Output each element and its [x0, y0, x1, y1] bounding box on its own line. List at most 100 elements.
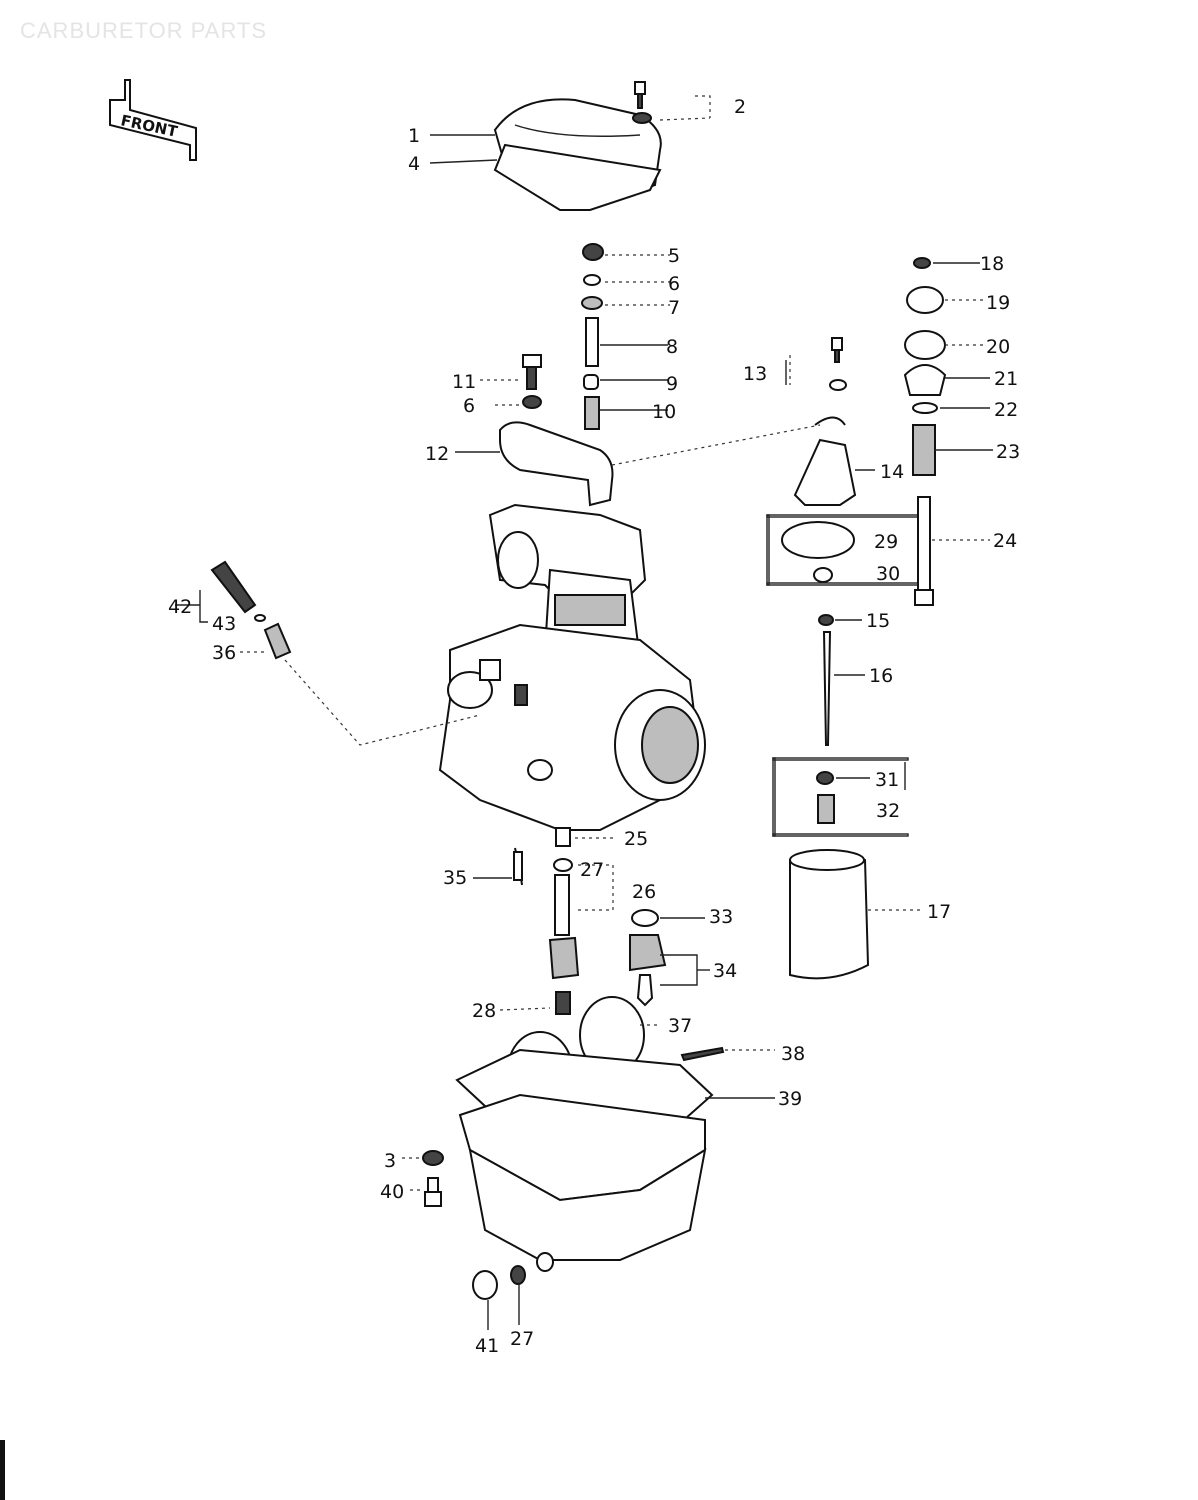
- plunger-cap: [913, 257, 931, 269]
- float-pin: [680, 1046, 725, 1062]
- starter-plunger-assembly: [766, 337, 926, 586]
- leader-lines: [175, 95, 993, 1330]
- callout-39: 39: [778, 1088, 802, 1110]
- callout-41: 41: [475, 1335, 499, 1357]
- callout-28: 28: [472, 1000, 496, 1022]
- plunger-boot: [906, 286, 944, 314]
- callout-34: 34: [713, 960, 737, 982]
- callout-19: 19: [986, 292, 1010, 314]
- slide-spring: [817, 794, 835, 824]
- callout-14: 14: [880, 461, 904, 483]
- drain-plug: [472, 1270, 498, 1300]
- callout-29: 29: [874, 531, 898, 553]
- callout-9: 9: [666, 373, 678, 395]
- jet-assembly: [513, 827, 667, 1015]
- callout-21: 21: [994, 368, 1018, 390]
- front-direction-badge: FRONT: [109, 79, 197, 161]
- plunger-spring: [912, 424, 936, 476]
- adjuster-cap: [582, 243, 604, 261]
- diaphragm-plate: [781, 521, 855, 559]
- cable-adjuster-stack: [581, 243, 604, 430]
- main-jet: [555, 991, 571, 1015]
- needle-clip: [818, 614, 834, 626]
- callout-1: 1: [408, 125, 420, 147]
- callout-38: 38: [781, 1043, 805, 1065]
- top-cover-assembly: [493, 81, 662, 211]
- plunger-nut: [903, 364, 947, 396]
- float-valve-washer: [631, 909, 659, 927]
- callout-7: 7: [668, 297, 680, 319]
- callout-3: 3: [384, 1150, 396, 1172]
- plunger-ring: [912, 402, 938, 414]
- callout-8: 8: [666, 336, 678, 358]
- callout-42: 42: [168, 596, 192, 618]
- cover-screw: [634, 81, 646, 95]
- callout-5: 5: [668, 245, 680, 267]
- callout-43: 43: [212, 613, 236, 635]
- callout-10: 10: [652, 401, 676, 423]
- elbow-screw-head: [522, 354, 542, 368]
- needle-and-slide: [772, 614, 909, 980]
- bowl-screw: [427, 1177, 439, 1193]
- needle-jet-holder: [548, 936, 580, 980]
- pilot-jet: [555, 827, 571, 847]
- cover-washer: [632, 112, 652, 124]
- plunger-rod: [917, 496, 931, 598]
- callout-30: 30: [876, 563, 900, 585]
- callout-31: 31: [875, 769, 899, 791]
- float-valve-needle: [636, 974, 654, 1007]
- plunger-washer: [829, 379, 847, 391]
- callout-20: 20: [986, 336, 1010, 358]
- float-valve-seat: [629, 934, 667, 972]
- callout-11: 11: [452, 371, 476, 393]
- carburetor-body: [438, 503, 706, 831]
- bowl-washer: [422, 1150, 444, 1166]
- callout-16: 16: [869, 665, 893, 687]
- pilot-spring: [263, 622, 292, 660]
- cable-elbow-assembly: [499, 354, 614, 507]
- callout-25: 25: [624, 828, 648, 850]
- throttle-valve: [789, 851, 870, 980]
- drain-o-ring: [510, 1265, 526, 1285]
- callout-27b: 27: [510, 1328, 534, 1350]
- plunger-washer-2: [813, 567, 833, 583]
- cable-elbow: [499, 421, 614, 507]
- page-title: CARBURETOR PARTS: [20, 18, 267, 43]
- callout-22: 22: [994, 399, 1018, 421]
- adjuster-screw: [585, 317, 599, 367]
- top-cover-gasket: [493, 143, 662, 211]
- callout-6a: 6: [668, 273, 680, 295]
- page-edge-mark: [0, 1440, 5, 1500]
- plunger-screw-head: [831, 337, 843, 351]
- callout-37: 37: [668, 1015, 692, 1037]
- needle-jet-o-ring: [553, 858, 573, 872]
- float-bowl-assembly: [422, 996, 725, 1300]
- callout-18: 18: [980, 253, 1004, 275]
- callout-2: 2: [734, 96, 746, 118]
- idle-screw: [513, 851, 523, 881]
- pilot-screw: [210, 560, 257, 614]
- callout-labels: 1 2 3 4 5 6 6 7 8 9 10 11 12 13 14 15 16…: [168, 96, 1020, 1357]
- callout-15: 15: [866, 610, 890, 632]
- callout-12: 12: [425, 443, 449, 465]
- callout-4: 4: [408, 153, 420, 175]
- adjuster-spring: [584, 396, 600, 430]
- callout-27a: 27: [580, 859, 604, 881]
- jet-needle: [822, 631, 832, 746]
- callout-24: 24: [993, 530, 1017, 552]
- adjuster-nut-2: [583, 374, 599, 390]
- slide-washer: [816, 771, 834, 785]
- callout-17: 17: [927, 901, 951, 923]
- pilot-screw-assembly: [210, 560, 481, 746]
- elbow-nut: [522, 395, 542, 409]
- adjuster-nut: [583, 274, 601, 286]
- plunger-cover: [904, 330, 946, 360]
- callout-23: 23: [996, 441, 1020, 463]
- callout-6b: 6: [463, 395, 475, 417]
- float-bowl: [468, 1147, 707, 1261]
- callout-36: 36: [212, 642, 236, 664]
- plunger-holder: [793, 438, 857, 506]
- callout-35: 35: [443, 867, 467, 889]
